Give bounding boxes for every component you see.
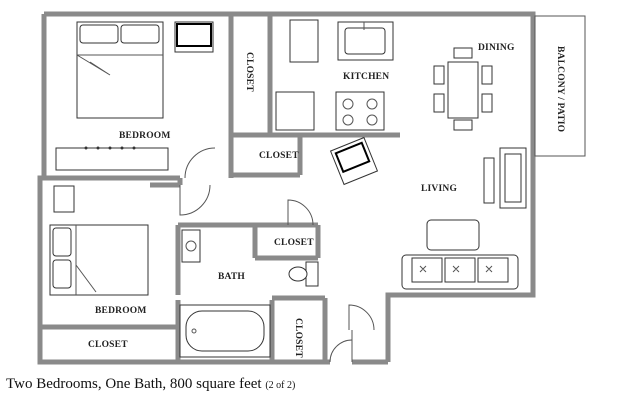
label-closet-top: CLOSET <box>244 52 254 92</box>
outer-walls <box>37 11 536 365</box>
coffee-table <box>426 219 480 251</box>
label-bedroom-top: BEDROOM <box>119 131 171 141</box>
toilet <box>288 261 319 287</box>
floor-plan: BEDROOM CLOSET KITCHEN DINING BALCONY / … <box>37 11 586 365</box>
label-closet-mid: CLOSET <box>259 151 299 161</box>
label-closet-bottom: CLOSET <box>88 340 128 350</box>
dishwasher <box>275 91 315 131</box>
label-bath: BATH <box>218 272 245 282</box>
stove <box>335 91 385 131</box>
doors <box>179 147 375 363</box>
tv-living <box>483 157 495 204</box>
sink <box>337 21 394 61</box>
label-living: LIVING <box>421 184 457 194</box>
interior-walls <box>40 14 400 362</box>
tv-top <box>176 23 212 47</box>
nightstand <box>53 185 75 213</box>
bathtub <box>179 304 271 358</box>
balcony-patio <box>534 15 586 157</box>
fridge <box>289 19 319 63</box>
sofa-right <box>499 147 527 209</box>
label-kitchen: KITCHEN <box>343 72 389 82</box>
label-bedroom-bottom: BEDROOM <box>95 306 147 316</box>
bath-sink <box>181 229 201 263</box>
bed-bottom <box>49 224 149 296</box>
label-closet-right: CLOSET <box>293 318 303 358</box>
dining-table <box>433 47 493 131</box>
label-dining: DINING <box>478 43 515 53</box>
sofa-bottom <box>401 254 519 290</box>
bed-top <box>76 21 164 119</box>
caption-main: Two Bedrooms, One Bath, 800 square feet <box>6 376 262 392</box>
caption-page: (2 of 2) <box>265 380 296 391</box>
plan-caption: Two Bedrooms, One Bath, 800 square feet … <box>6 376 295 393</box>
label-closet-bath: CLOSET <box>274 238 314 248</box>
label-balcony: BALCONY / PATIO <box>555 46 565 132</box>
armchair <box>329 136 379 186</box>
dresser-top <box>55 146 169 171</box>
